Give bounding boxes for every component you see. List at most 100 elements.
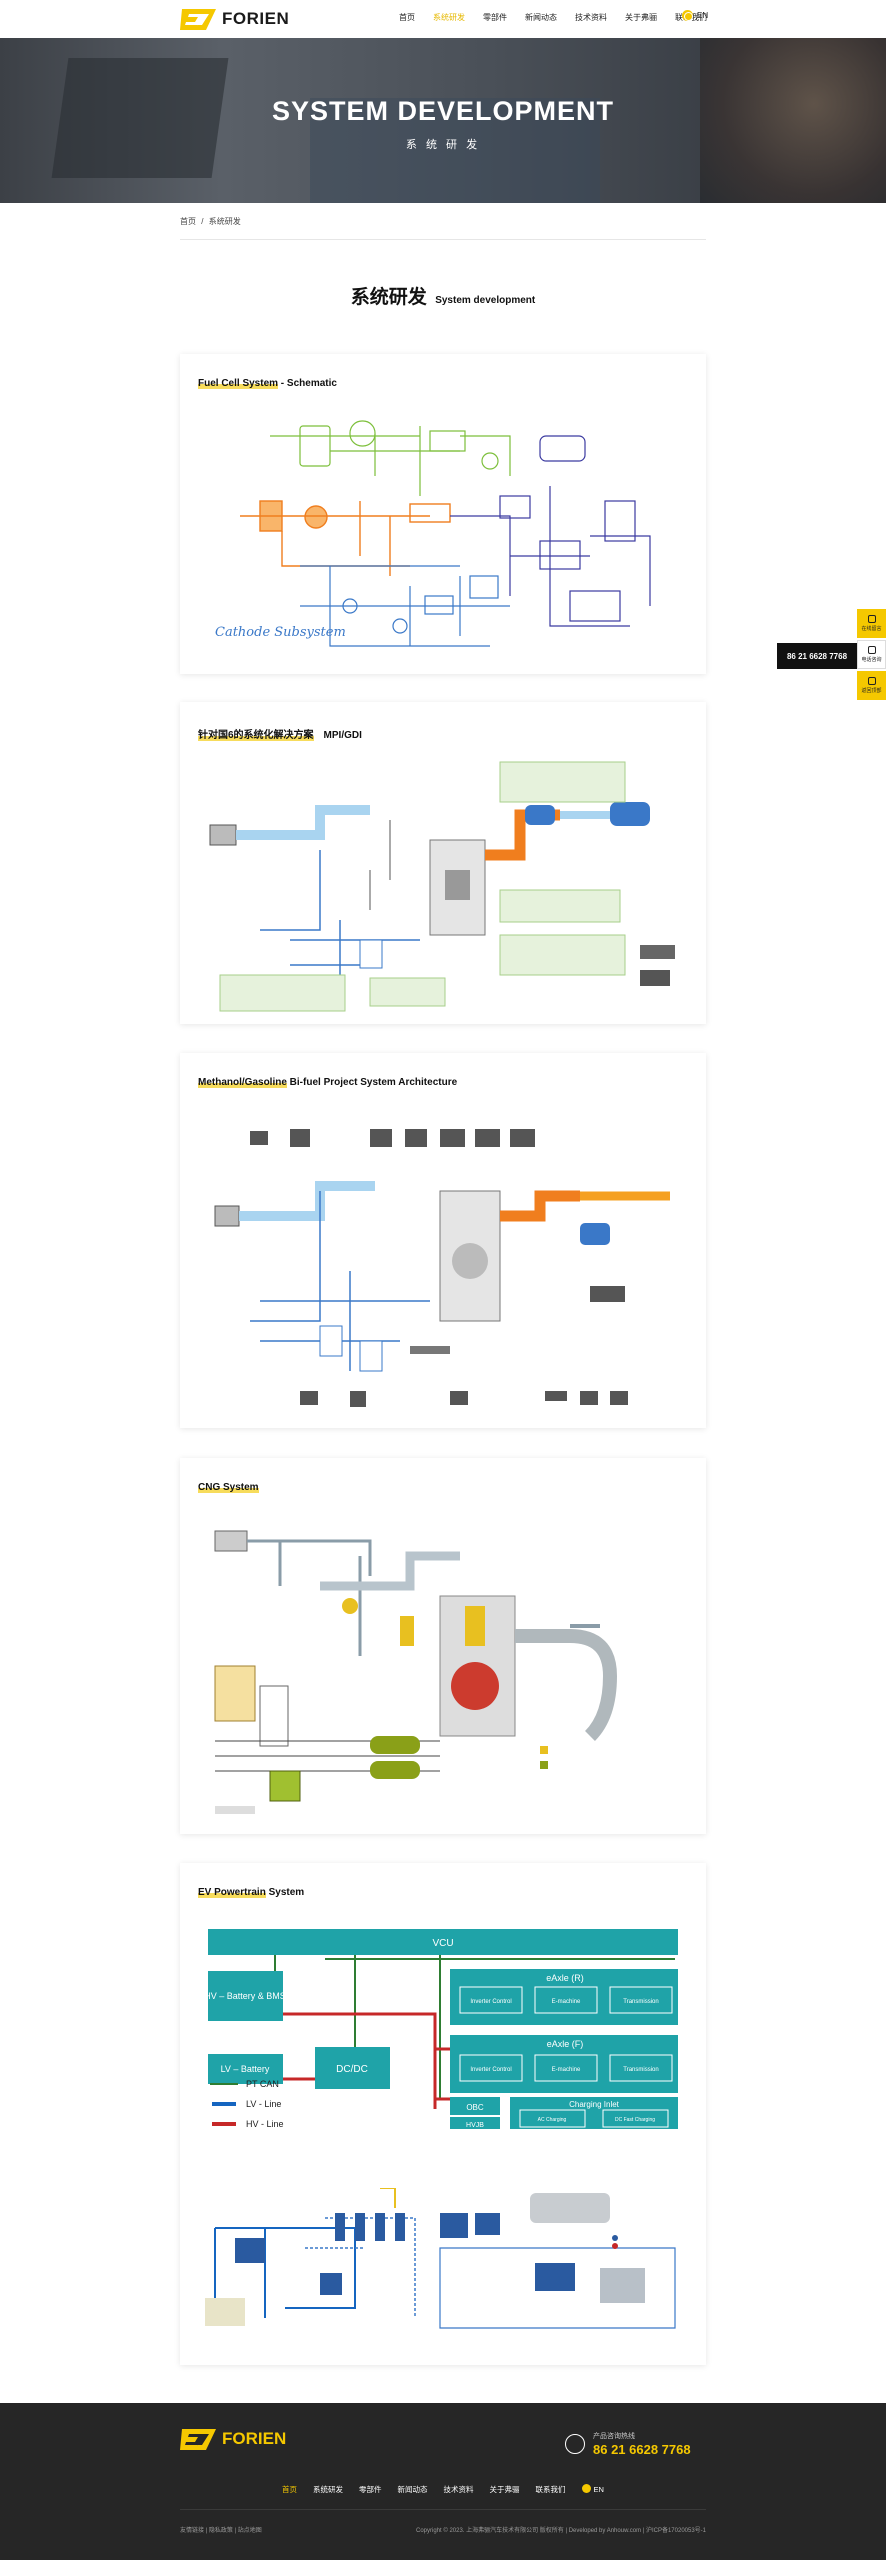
card-title-highlight: CNG System — [198, 1482, 259, 1493]
eaxle-r-emachine: E-machine — [552, 1999, 581, 2005]
mpi-gdi-diagram — [209, 761, 675, 1012]
side-item-label: 返回顶部 — [861, 688, 882, 694]
globe-icon — [682, 10, 693, 21]
footer-hotline: 产品咨询热线 86 21 6628 7768 — [565, 2431, 691, 2457]
card-title: 针对国6的系统化解决方案 MPI/GDI — [198, 726, 362, 741]
side-contact-widget: 在线留言 电话咨询 返回顶部 — [857, 609, 886, 702]
legend-pt-can: PT CAN — [246, 2079, 279, 2089]
page-title-en: System development — [435, 295, 536, 306]
breadcrumb-home[interactable]: 首页 — [180, 217, 196, 226]
legend-lv-line: LV - Line — [246, 2099, 281, 2109]
card-title: EV Powertrain System — [198, 1887, 304, 1898]
card-title-rest: MPI/GDI — [313, 730, 362, 741]
ev-legend: PT CAN LV - Line HV - Line — [210, 2079, 284, 2129]
breadcrumb-separator: / — [201, 217, 204, 226]
phone-popup: 86 21 6628 7768 — [777, 643, 857, 669]
hero-banner: SYSTEM DEVELOPMENT 系 统 研 发 — [0, 38, 886, 203]
logo-mark-icon — [180, 9, 216, 30]
nav-system-development[interactable]: 系统研发 — [433, 13, 465, 22]
card-title: CNG System — [198, 1482, 259, 1493]
lv-battery-label: LV – Battery — [221, 2064, 270, 2074]
fuel-cell-diagram: Cathode Subsystem — [215, 420, 651, 647]
breadcrumb: 首页 / 系统研发 — [180, 216, 241, 227]
banner-subtitle: 系 统 研 发 — [405, 139, 481, 151]
eaxle-r-inverter: Inverter Control — [470, 1999, 511, 2005]
card-title: Fuel Cell System - Schematic — [198, 378, 337, 389]
side-phone-consult[interactable]: 电话咨询 — [857, 640, 886, 669]
hotline-label: 产品咨询热线 — [593, 2433, 635, 2440]
vcu-label: VCU — [432, 1938, 453, 1949]
card-cng: CNG System — [180, 1458, 706, 1834]
page-title-cn: 系统研发 — [350, 287, 427, 308]
footer-nav-about[interactable]: 关于弗骊 — [489, 2485, 520, 2494]
eaxle-f-emachine: E-machine — [552, 2067, 581, 2073]
breadcrumb-current: 系统研发 — [208, 217, 241, 226]
banner-bg-desk — [310, 98, 600, 203]
card-title-rest: Bi-fuel Project System Architecture — [286, 1077, 458, 1088]
card-fuel-cell: Fuel Cell System - Schematic — [180, 354, 706, 674]
banner-title: SYSTEM DEVELOPMENT — [271, 96, 615, 126]
top-header: FORIEN 首页 系统研发 零部件 新闻动态 技术资料 关于弗骊 联系我们 E… — [0, 0, 886, 38]
footer-brand-name: FORIEN — [222, 2429, 287, 2448]
nav-about[interactable]: 关于弗骊 — [625, 13, 657, 22]
footer-nav-system-development[interactable]: 系统研发 — [313, 2485, 344, 2494]
footer-nav-home[interactable]: 首页 — [282, 2485, 298, 2494]
footer-nav-components[interactable]: 零部件 — [359, 2485, 382, 2494]
footer-links[interactable]: 友情链接 | 隐私政策 | 站点地图 — [180, 2528, 262, 2534]
charging-inlet-label: Charging Inlet — [569, 2100, 620, 2109]
footer-copyright: Copyright © 2023. 上海弗骊汽车技术有限公司 版权所有 | De… — [416, 2528, 706, 2534]
dcdc-label: DC/DC — [336, 2064, 368, 2075]
eaxle-r-label: eAxle (R) — [546, 1973, 584, 1983]
footer-nav: 首页 系统研发 零部件 新闻动态 技术资料 关于弗骊 联系我们 EN — [0, 2484, 886, 2495]
card-title-highlight: EV Powertrain — [198, 1887, 266, 1898]
arrow-up-icon — [867, 677, 876, 685]
language-switch[interactable]: EN — [682, 10, 708, 21]
legend-hv-line: HV - Line — [246, 2119, 284, 2129]
ev-thermal-diagram — [205, 2188, 676, 2329]
card-title-highlight: Fuel Cell System — [198, 378, 279, 389]
footer-logo[interactable]: FORIEN — [180, 2427, 286, 2451]
footer-nav-contact[interactable]: 联系我们 — [535, 2485, 566, 2494]
nav-news[interactable]: 新闻动态 — [525, 13, 557, 22]
phone-icon — [565, 2434, 585, 2454]
side-item-label: 在线留言 — [861, 626, 882, 632]
banner-bg-person — [700, 38, 886, 203]
side-back-to-top[interactable]: 返回顶部 — [857, 671, 886, 700]
site-footer: FORIEN 产品咨询热线 86 21 6628 7768 首页 系统研发 零部… — [0, 2403, 886, 2560]
dc-fast-label: DC Fast Charging — [615, 2117, 655, 2123]
brand-logo[interactable]: FORIEN — [180, 6, 289, 32]
card-title-rest: - Schematic — [278, 378, 337, 389]
cng-diagram — [214, 1530, 618, 1814]
obc-label: OBC — [466, 2103, 484, 2112]
brand-name: FORIEN — [222, 9, 290, 28]
main-nav: 首页 系统研发 零部件 新闻动态 技术资料 关于弗骊 联系我们 — [390, 12, 716, 23]
footer-language-switch[interactable]: EN — [574, 2484, 612, 2495]
ac-charging-label: AC Charging — [538, 2117, 567, 2123]
nav-tech-docs[interactable]: 技术资料 — [575, 13, 607, 22]
eaxle-f-transmission: Transmission — [623, 2067, 658, 2073]
nav-home[interactable]: 首页 — [399, 13, 415, 22]
side-online-message[interactable]: 在线留言 — [857, 609, 886, 638]
footer-language-label: EN — [593, 2485, 604, 2494]
footer-nav-tech-docs[interactable]: 技术资料 — [443, 2485, 474, 2494]
message-icon — [867, 615, 876, 623]
eaxle-r-transmission: Transmission — [623, 1999, 658, 2005]
side-item-label: 电话咨询 — [861, 657, 882, 663]
bi-fuel-diagram — [214, 1129, 670, 1407]
breadcrumb-divider — [180, 239, 706, 240]
globe-icon — [581, 2484, 591, 2493]
card-title-highlight: 针对国6的系统化解决方案 — [198, 730, 314, 741]
footer-nav-news[interactable]: 新闻动态 — [397, 2485, 428, 2494]
card-ev-powertrain: EV Powertrain System VCU HV – Battery & … — [180, 1863, 706, 2365]
eaxle-f-label: eAxle (F) — [547, 2039, 584, 2049]
card-mpi-gdi: 针对国6的系统化解决方案 MPI/GDI — [180, 702, 706, 1024]
eaxle-f-inverter: Inverter Control — [470, 2067, 511, 2073]
cathode-subsystem-label: Cathode Subsystem — [215, 625, 346, 640]
ev-powertrain-diagram: VCU HV – Battery & BMS LV – Battery DC/D… — [205, 1929, 678, 2129]
phone-icon — [867, 646, 876, 654]
nav-components[interactable]: 零部件 — [483, 13, 507, 22]
language-label: EN — [697, 11, 709, 20]
footer-divider — [180, 2509, 706, 2510]
hotline-number[interactable]: 86 21 6628 7768 — [593, 2442, 691, 2457]
hv-battery-label: HV – Battery & BMS — [205, 1991, 286, 2001]
